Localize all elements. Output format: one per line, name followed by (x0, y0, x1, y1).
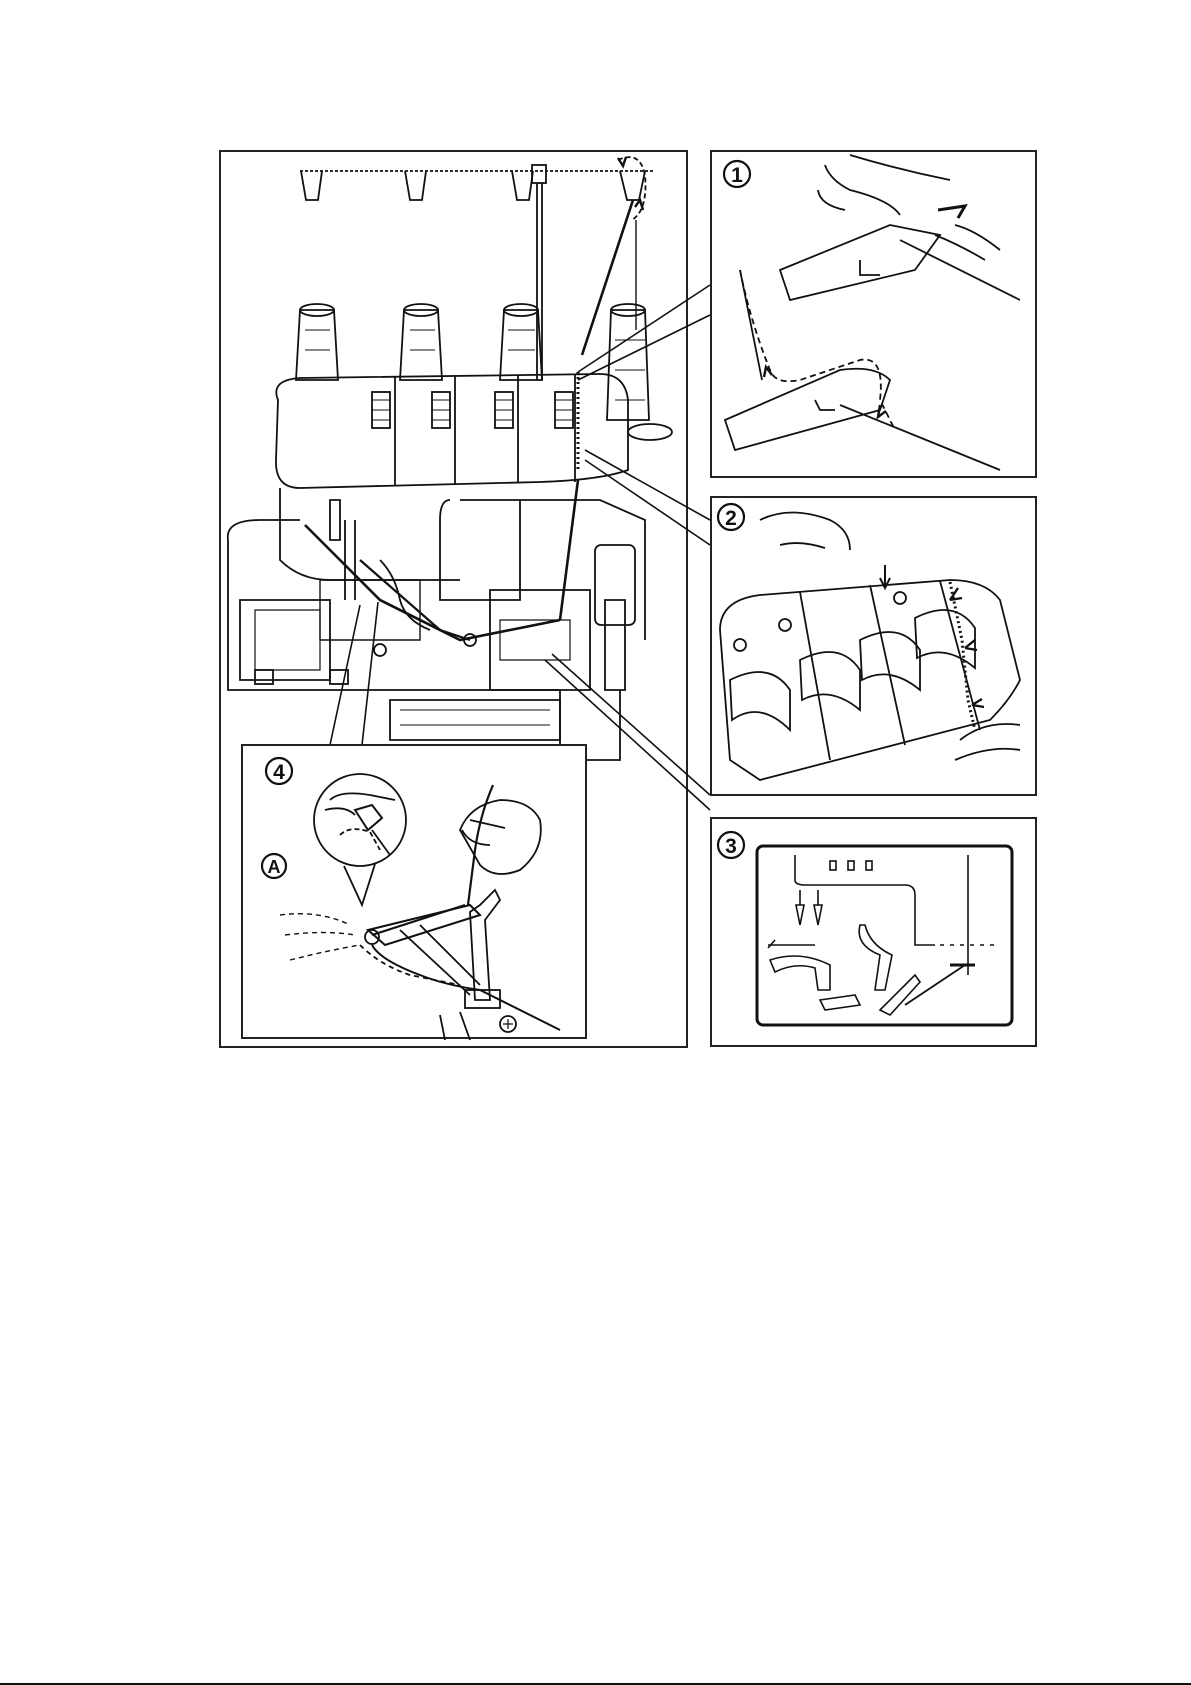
step-4-number: 4 (273, 761, 285, 784)
step-1-drawing (725, 155, 1020, 470)
serger-machine-drawing (228, 157, 672, 760)
step-3-drawing (757, 846, 1012, 1025)
step-1-badge: 1 (724, 161, 750, 187)
step-3-badge: 3 (718, 832, 744, 858)
step-4-panel-shape (242, 745, 586, 1038)
detail-a-label: A (268, 857, 281, 877)
thread-cones (296, 304, 672, 440)
step-2-badge: 2 (718, 504, 744, 530)
step-1-number: 1 (731, 164, 743, 187)
step-3-number: 3 (725, 835, 737, 858)
step-2-number: 2 (725, 507, 737, 530)
step-2-drawing (720, 513, 1020, 781)
